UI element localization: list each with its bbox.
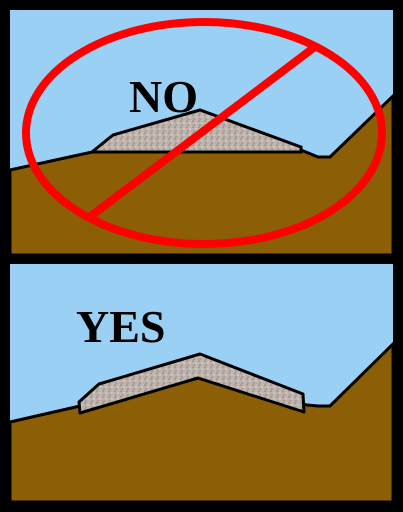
yes-panel: YES [10, 264, 393, 502]
yes-label: YES [76, 301, 165, 352]
no-label: NO [129, 71, 198, 122]
no-panel: NO [10, 10, 393, 255]
panel-divider [10, 255, 393, 264]
